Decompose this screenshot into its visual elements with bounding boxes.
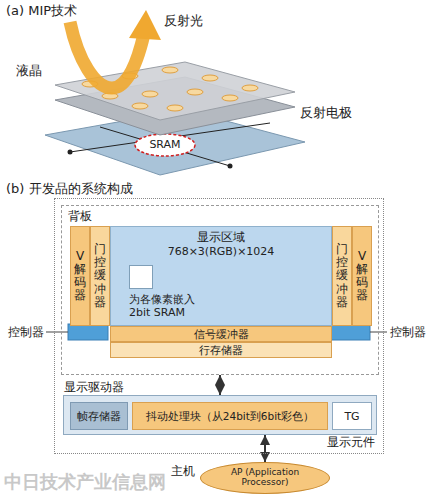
double-arrow: [219, 375, 221, 395]
node-title: V解码器: [356, 250, 368, 303]
node-title: 显示区域: [111, 230, 331, 245]
arrow-head: [129, 10, 161, 40]
frame-memory: 帧存储器: [70, 402, 128, 430]
node-title: 背板: [68, 208, 92, 225]
line-memory: 行存储器: [110, 342, 332, 358]
wire-dot: [68, 150, 73, 155]
node-title: 显示元件: [327, 434, 375, 451]
figure-label: (a) MIP技术: [6, 2, 77, 20]
v-decoder: V解码器: [70, 226, 90, 326]
display-element-outline: 显示元件 背板显示区域768×3(RGB)×1024 为各像素嵌入 2bit SRA…: [54, 198, 384, 454]
gate-buffer: 门控缓冲器: [332, 226, 352, 326]
node-title: V解码器: [74, 250, 86, 303]
backplane-outline: 背板显示区域768×3(RGB)×1024 为各像素嵌入 2bit SRAM V解码…: [61, 205, 379, 375]
sram-pixel: 为各像素嵌入 2bit SRAM: [129, 265, 219, 323]
timing-generator: TG: [332, 402, 372, 430]
node-title: 门控缓冲器: [336, 243, 348, 309]
node-title: 主机: [171, 463, 195, 480]
node-title: 门控缓冲器: [94, 243, 106, 309]
part-label: SRAM: [140, 138, 190, 151]
node-title: 帧存储器: [77, 409, 121, 424]
part-label: 液晶: [16, 62, 42, 80]
node-title: 为各像素嵌入 2bit SRAM: [129, 265, 219, 319]
signal-buffer: 信号缓冲器: [110, 326, 332, 342]
gate-buffer: 门控缓冲器: [90, 226, 110, 326]
display-area: 显示区域768×3(RGB)×1024 为各像素嵌入 2bit SRAM: [110, 226, 332, 326]
node-title: TG: [344, 410, 359, 423]
node-title: 显示驱动器: [64, 379, 124, 396]
leader-line: [46, 332, 68, 333]
part-label: 控制器: [8, 324, 44, 341]
node-title: 信号缓冲器: [194, 329, 249, 340]
part-label: 反射电极: [300, 104, 352, 122]
display-driver: 显示驱动器帧存储器抖动处理块（从24bit到6bit彩色）TG: [63, 395, 377, 435]
watermark: 中日技术产业信息网: [4, 470, 166, 494]
part-label: 控制器: [390, 324, 426, 341]
figure-label: (b) 开发品的系统构成: [6, 180, 133, 198]
controller-block: [330, 324, 370, 340]
controller-block: [68, 324, 108, 340]
node-title: 抖动处理块（从24bit到6bit彩色）: [146, 410, 314, 422]
part-label: 反射光: [164, 12, 203, 30]
v-decoder: V解码器: [352, 226, 372, 326]
wire-dot: [228, 164, 233, 169]
node-text: AP (Application Processor): [217, 468, 313, 488]
application-processor: 主机AP (Application Processor): [200, 462, 330, 494]
node-title: 行存储器: [199, 345, 243, 356]
node-text: 768×3(RGB)×1024: [111, 245, 331, 259]
sram-outline: [135, 134, 195, 156]
double-arrow: [264, 435, 266, 462]
dither-block: 抖动处理块（从24bit到6bit彩色）: [132, 402, 328, 430]
